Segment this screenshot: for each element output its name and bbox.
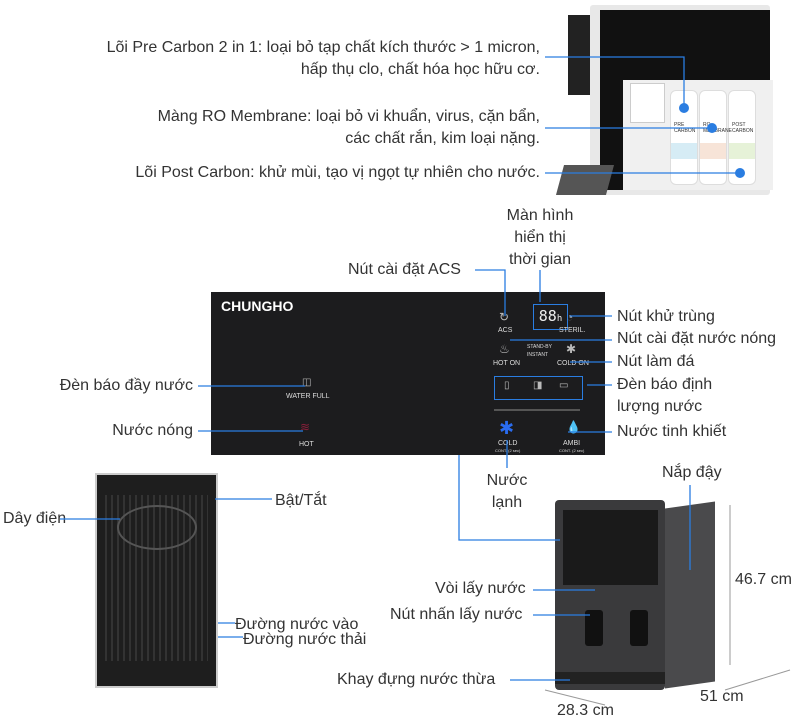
back-view-image [95,473,218,688]
steril-callout: Nút khử trùng [617,308,715,325]
power-cord-callout: Dây điện [3,510,67,527]
amount-indicators[interactable]: ▯ ◨ ▭ [494,376,583,400]
hot-on-icon[interactable]: ♨ [499,342,510,356]
pre-carbon-label: Lõi Pre Carbon 2 in 1: loại bỏ tạp chất … [106,39,540,78]
snowflake-icon[interactable]: ✱ [566,342,577,356]
post-carbon-label: Lõi Post Carbon: khử mùi, tạo vị ngọt tự… [135,164,540,181]
hot-set-callout: Nút cài đặt nước nóng [617,330,777,347]
ambi-button-label[interactable]: AMBI [563,440,581,447]
small-cup-icon: ▯ [504,380,510,391]
brand-logo: CHUNGHO [221,298,294,314]
drip-tray-callout: Khay đựng nước thừa [337,671,496,688]
steril-icon[interactable]: ◔ [566,310,574,324]
width-dimension: 28.3 cm [557,702,614,719]
lid-callout: Nắp đậy [662,464,722,481]
pre-carbon-cartridge-label: PRE CARBON [674,122,696,134]
large-cup-icon: ▭ [559,380,569,391]
drain-callout: Đường nước thải [243,631,367,648]
water-full-icon: ◫ [302,377,312,388]
acs-button-label[interactable]: ACS [498,327,513,334]
hot-button-label[interactable]: HOT [299,441,314,448]
steril-button-label[interactable]: STERIL. [559,327,586,334]
tap-callout: Vòi lấy nước [435,580,526,597]
ice-callout: Nút làm đá [617,353,695,370]
dispense-button-callout: Nút nhấn lấy nước [390,606,523,623]
water-full-label: WATER FULL [286,393,330,400]
time-display: 88h [533,304,568,330]
acs-callout: Nút cài đặt ACS [348,261,461,278]
cold-on-button-label[interactable]: COLD ON [557,360,589,367]
mug-icon: ◨ [533,380,543,391]
acs-icon[interactable]: ↻ [499,310,510,324]
front-view-image [555,500,720,695]
post-carbon-cartridge-label: POST CARBON [732,122,754,134]
power-switch-callout: Bật/Tắt [275,492,327,509]
depth-dimension: 51 cm [700,688,744,705]
control-panel: CHUNGHO 88h ↻ ACS ◔ STERIL. ♨ HOT ON STA… [211,292,605,455]
divider [494,409,580,411]
hot-icon[interactable]: ≋ [300,420,311,434]
pure-water-callout: Nước tinh khiết [617,423,727,440]
hot-on-button-label[interactable]: HOT ON [493,360,521,367]
ro-membrane-cartridge-label: RO MEMBRANE [703,122,732,134]
stand-by-label: STAND-BY [527,344,552,350]
hot-water-callout: Nước nóng [112,422,193,439]
ambi-cont-label: CONT. (2 sec) [559,448,585,453]
filter-compartment-image: PRE CARBON RO MEMBRANE POST CARBON [555,5,775,195]
cold-icon[interactable]: ✱ [499,418,515,438]
instant-label: INSTANT [527,352,549,358]
height-dimension: 46.7 cm [735,571,792,588]
ro-membrane-label: Màng RO Membrane: loại bỏ vi khuẩn, viru… [157,108,540,147]
water-full-callout: Đèn báo đầy nước [59,377,193,394]
cold-button-label[interactable]: COLD [498,440,518,447]
drop-icon[interactable]: 💧 [566,420,581,434]
water-inlet-callout: Đường nước vào [235,616,359,633]
cold-cont-label: CONT. (2 sec) [495,448,521,453]
